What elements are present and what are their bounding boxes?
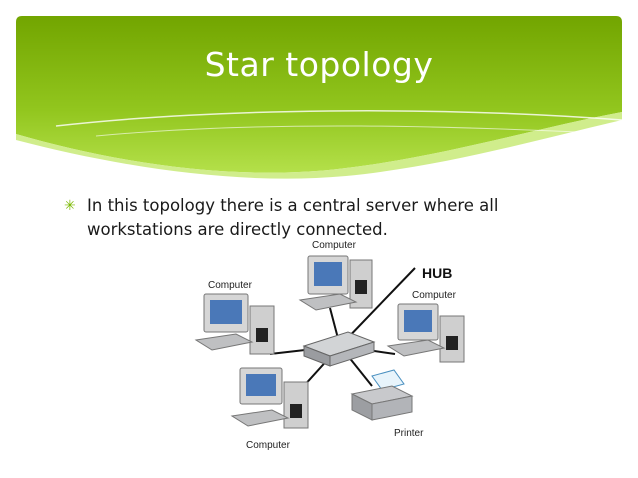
label-computer-left: Computer [208,280,253,291]
label-computer-right: Computer [412,290,457,301]
star-topology-diagram: Computer Computer HUB Computer Computer … [194,240,465,451]
title-banner [16,16,622,188]
page-title: Star topology [204,45,434,84]
bullet-text: In this topology there is a central serv… [87,196,499,239]
computer-left [194,293,275,355]
label-computer-bottom: Computer [246,440,291,451]
hub-device [302,331,376,367]
label-printer: Printer [394,428,424,439]
label-computer-top: Computer [312,240,357,251]
printer-device [350,369,414,421]
computer-top [298,255,373,311]
computer-right [386,303,465,363]
label-hub: HUB [422,265,452,281]
computer-bottom [230,367,309,429]
banner-shape [16,16,622,179]
bullet-icon: ✳ [64,198,76,214]
